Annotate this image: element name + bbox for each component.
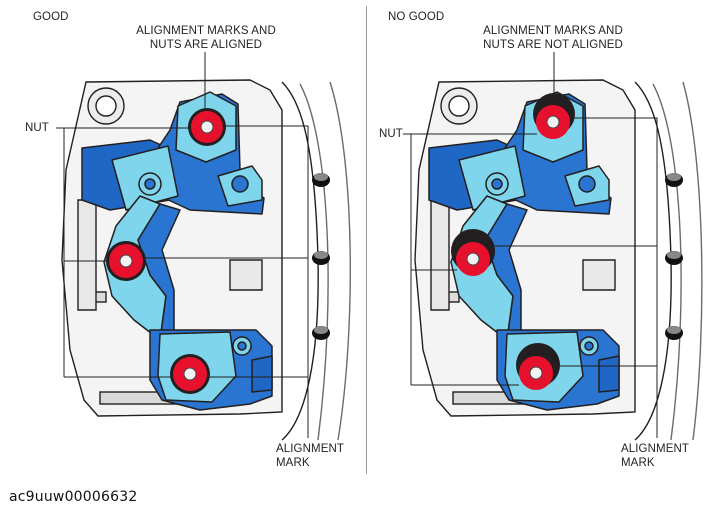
panel-nogood: NO GOOD ALIGNMENT MARKS AND NUTS ARE NOT…	[367, 0, 709, 478]
good-nut-middle	[106, 241, 146, 281]
nogood-callout-line1: ALIGNMENT MARKS AND	[483, 25, 623, 37]
panel-divider	[366, 6, 367, 474]
nogood-title: NO GOOD	[388, 11, 445, 23]
good-callout-line2: NUTS ARE ALIGNED	[149, 39, 263, 51]
good-nut-top	[188, 108, 226, 146]
nogood-nut-middle	[451, 229, 495, 276]
figure-id: ac9uuw00006632	[9, 489, 138, 505]
good-nut-bottom	[170, 354, 210, 394]
panel-good: GOOD ALIGNMENT MARKS AND NUTS ARE ALIGNE…	[0, 0, 366, 478]
nogood-callout-line2: NUTS ARE NOT ALIGNED	[483, 39, 623, 51]
good-nut-label: NUT	[25, 122, 49, 134]
nogood-mark-line2: MARK	[621, 457, 655, 469]
nogood-nut-bottom	[516, 343, 560, 390]
nogood-case-bolts	[665, 173, 683, 340]
good-bracket-illustration	[56, 52, 352, 441]
good-callout-top: ALIGNMENT MARKS AND NUTS ARE ALIGNED	[128, 24, 284, 52]
good-mark-label: ALIGNMENT MARK	[276, 442, 344, 470]
nogood-nut-top	[533, 93, 575, 139]
good-leader-lines	[56, 52, 309, 438]
nogood-bracket-illustration	[403, 52, 703, 441]
nogood-mark-line1: ALIGNMENT	[621, 443, 689, 455]
nogood-nut-label: NUT	[379, 128, 403, 140]
nogood-callout-top: ALIGNMENT MARKS AND NUTS ARE NOT ALIGNED	[473, 24, 633, 52]
nogood-mark-label: ALIGNMENT MARK	[621, 442, 689, 470]
good-title: GOOD	[33, 11, 69, 23]
good-mark-line2: MARK	[276, 457, 310, 469]
good-case-bolts	[312, 173, 330, 340]
good-mark-line1: ALIGNMENT	[276, 443, 344, 455]
good-callout-line1: ALIGNMENT MARKS AND	[136, 25, 276, 37]
nogood-leader-lines	[403, 52, 658, 438]
